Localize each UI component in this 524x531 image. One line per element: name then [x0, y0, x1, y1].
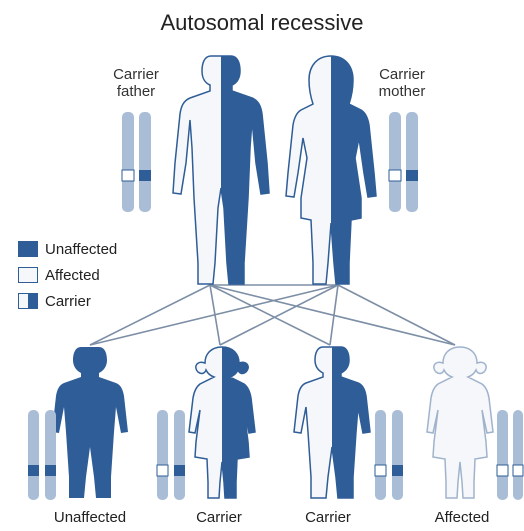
- child-4-figure: [427, 347, 493, 498]
- child-1-label: Unaffected: [30, 509, 150, 526]
- child-4-chromosomes: [497, 410, 523, 500]
- father-chromosomes: [122, 112, 151, 212]
- child-3-figure: [294, 347, 370, 498]
- child-1-figure: [52, 347, 128, 498]
- child-3-label: Carrier: [268, 509, 388, 526]
- child-3-chromosomes: [375, 410, 403, 500]
- child-2-figure: [189, 347, 255, 498]
- mother-chromosomes: [389, 112, 418, 212]
- child-4-label: Affected: [402, 509, 522, 526]
- child-2-chromosomes: [157, 410, 185, 500]
- mother-figure: [286, 56, 376, 284]
- inheritance-lines: [90, 285, 455, 345]
- child-1-chromosomes: [28, 410, 56, 500]
- father-figure: [173, 56, 269, 284]
- child-2-label: Carrier: [159, 509, 279, 526]
